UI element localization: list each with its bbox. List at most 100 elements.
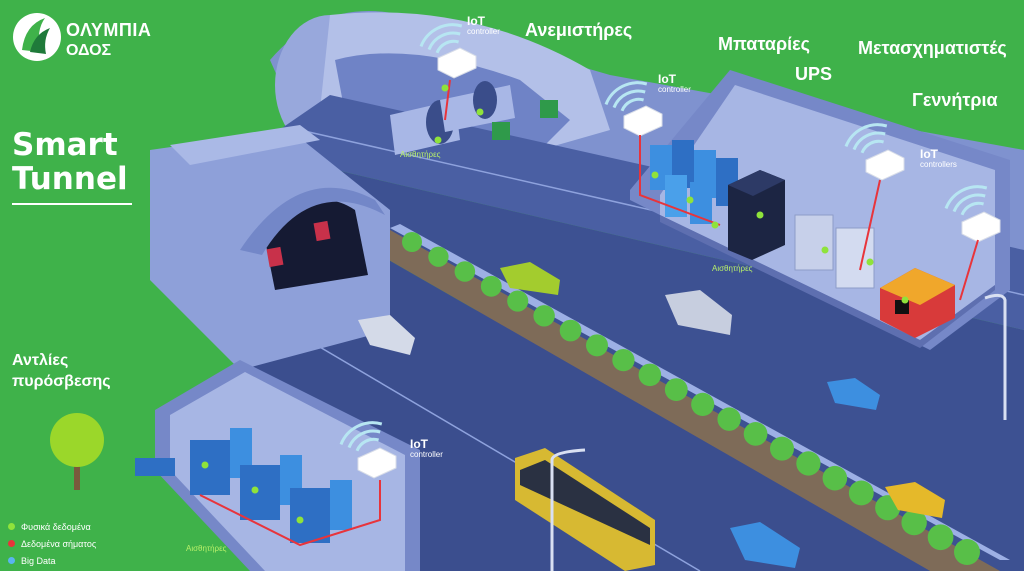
hedge [901, 509, 927, 536]
physical-data-dot [756, 211, 764, 219]
page-title: Smart Tunnel [12, 128, 128, 196]
near-tunnel-portal [150, 125, 390, 370]
wifi-wave [347, 429, 381, 449]
iot-label-transformers-title: IoT [920, 147, 938, 161]
iot-label-fans-title: IoT [467, 14, 485, 28]
hedge [796, 451, 821, 476]
hedge [770, 436, 794, 461]
wifi-wave [355, 437, 380, 452]
hedge [507, 290, 529, 312]
iot-controller-box [865, 149, 905, 181]
physical-data-dot [434, 136, 442, 144]
hedge [664, 378, 688, 402]
wifi-wave [339, 421, 383, 445]
iot-label-transformers: IoT controllers [920, 148, 957, 169]
iot-label-batteries-sub: controller [658, 85, 691, 94]
brand-line2: ΟΔΟΣ [66, 42, 112, 59]
iot-label-transformers-sub: controllers [920, 160, 957, 169]
car-silver-upper [665, 290, 732, 335]
car-silver-lower [358, 315, 415, 355]
physical-data-dot [651, 171, 659, 179]
title-line1: Smart [12, 127, 118, 163]
pickup-truck [730, 522, 800, 568]
wifi-wave [944, 185, 988, 209]
hedge [559, 319, 582, 342]
physical-data-dot [201, 461, 209, 469]
hedge [428, 246, 449, 267]
physical-data-dot [251, 486, 259, 494]
iot-label-fans-sub: controller [467, 27, 500, 36]
label-batteries: Μπαταρίες [718, 34, 810, 54]
hedge [402, 232, 422, 252]
car-yellow [885, 482, 945, 518]
physical-data-dot [821, 246, 829, 254]
sensors-label-pumps: Αισθητήρες [186, 544, 227, 553]
sensors-label-equipment: Αισθητήρες [712, 264, 753, 273]
brand-line1: ΟΛΥΜΠΙΑ [66, 20, 152, 40]
legend-dot-signal [8, 540, 15, 547]
wifi-wave [852, 131, 886, 151]
wireless-signal-waves [339, 23, 988, 452]
hedge [480, 275, 502, 297]
physical-data-dot [901, 296, 909, 304]
iot-label-fans: IoT controller [467, 15, 500, 36]
legend-item-signal: Δεδομένα σήματος [8, 535, 96, 552]
lane-signs [492, 100, 558, 140]
physical-data-dot [686, 196, 694, 204]
wifi-wave [419, 23, 463, 47]
hedge [533, 305, 555, 327]
wifi-wave [620, 97, 645, 112]
hedge [954, 539, 980, 565]
car-blue [827, 378, 880, 410]
legend-item-physical: Φυσικά δεδομένα [8, 518, 96, 535]
generator [880, 268, 955, 338]
wifi-wave [960, 201, 985, 216]
fire-pumps [190, 428, 352, 543]
wifi-wave [435, 39, 460, 54]
legend-label-signal: Δεδομένα σήματος [21, 538, 97, 549]
hedge [586, 334, 608, 357]
iot-controller-box [357, 447, 397, 479]
title-line2: Tunnel [12, 161, 128, 197]
hedge [717, 407, 741, 431]
hedge [638, 363, 662, 387]
physical-data-dot [441, 84, 449, 92]
iot-controller-box [623, 105, 663, 137]
legend-dot-bigdata [8, 557, 15, 564]
hedge [927, 524, 954, 551]
tree [50, 413, 104, 490]
physical-data-dot [296, 516, 304, 524]
wifi-wave [860, 139, 885, 154]
sensors-label-fans: Αισθητήρες [400, 150, 441, 159]
wifi-wave [952, 193, 986, 213]
iot-controller-box [961, 211, 1001, 243]
title-underline [12, 203, 132, 205]
street-lights [550, 293, 1007, 571]
iot-label-batteries-title: IoT [658, 72, 676, 86]
label-ups: UPS [795, 64, 833, 84]
wifi-wave [427, 31, 461, 51]
label-pumps-line1: Αντλίες [12, 352, 69, 369]
iot-controllers [357, 47, 1001, 479]
wifi-wave [612, 89, 646, 109]
olympia-odos-logo [13, 13, 61, 61]
iot-label-pumps-sub: controller [410, 450, 443, 459]
wifi-wave [844, 123, 888, 147]
legend-dot-physical [8, 523, 15, 530]
iot-controller-box [437, 47, 477, 79]
physical-data-dot [711, 221, 719, 229]
hedge [848, 480, 874, 506]
hedge [454, 261, 476, 282]
legend-label-physical: Φυσικά δεδομένα [21, 521, 91, 532]
wifi-wave [604, 81, 648, 105]
hedge [612, 348, 635, 372]
legend-item-bigdata: Big Data [8, 552, 96, 569]
jet-fans [390, 81, 515, 155]
hedge [822, 465, 848, 491]
signal-wires [199, 79, 979, 547]
physical-data-dot [476, 108, 484, 116]
hedge [691, 392, 715, 416]
iot-label-batteries: IoT controller [658, 73, 691, 94]
label-fans: Ανεμιστήρες [525, 20, 633, 40]
